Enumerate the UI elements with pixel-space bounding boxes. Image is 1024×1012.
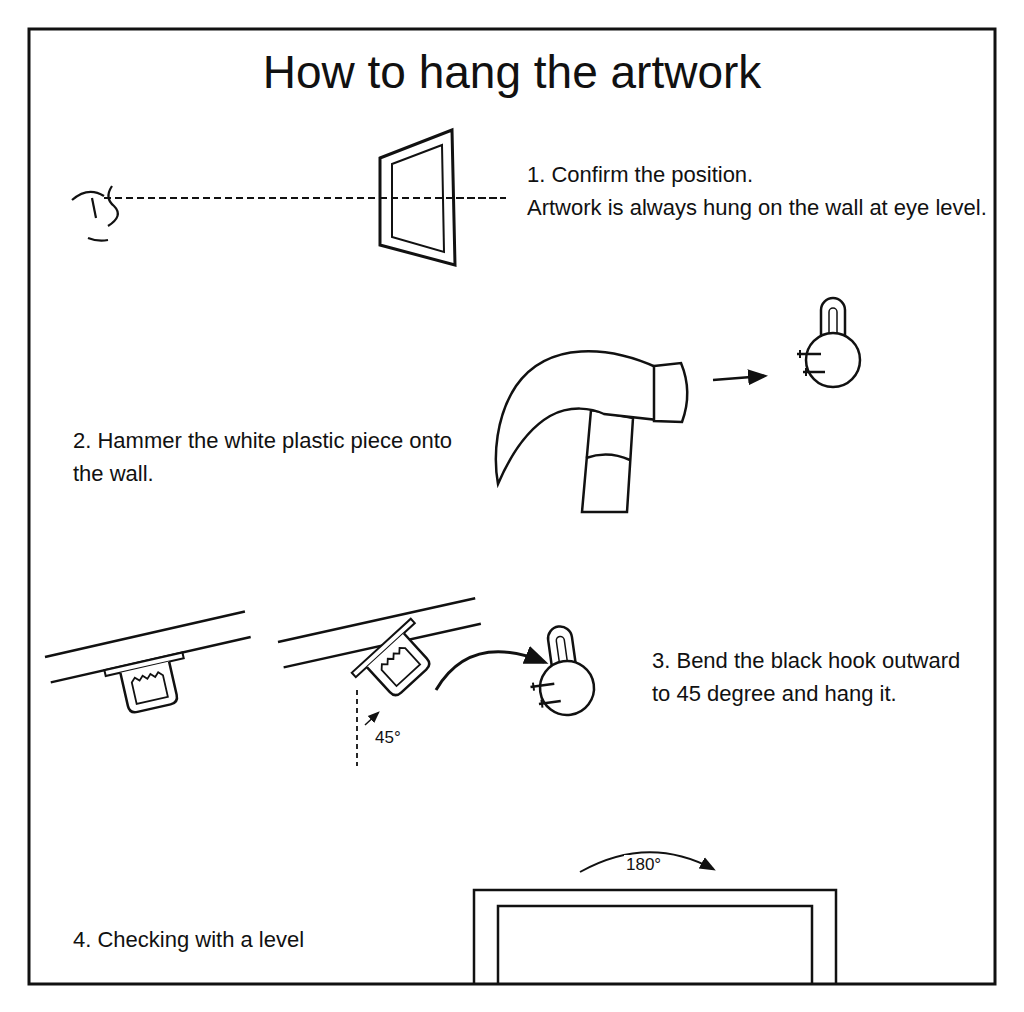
- step-text: 2. Hammer the white plastic piece onto t…: [73, 424, 453, 490]
- page-border: [29, 29, 995, 984]
- hammer: [496, 351, 687, 512]
- step-heading: 1. Confirm the position.: [527, 158, 987, 191]
- step-text: 4. Checking with a level: [73, 923, 453, 956]
- step-text: 3. Bend the black hook outward to 45 deg…: [652, 644, 982, 710]
- angle-reference: [356, 690, 358, 766]
- wall-hook: [797, 298, 860, 387]
- angle-label: 180°: [624, 855, 663, 875]
- direction-arrow: [713, 376, 764, 380]
- step-note: Artwork is always hung on the wall at ey…: [527, 191, 989, 224]
- angle-arrow: [365, 713, 378, 725]
- hang-arrow: [436, 652, 544, 690]
- wall-hook: [523, 623, 598, 720]
- level-frame: [474, 890, 836, 984]
- page-title: How to hang the artwork: [0, 44, 1024, 100]
- eye-sketch: [72, 186, 118, 241]
- picture-frame: [380, 130, 506, 265]
- frame-rail: [45, 612, 261, 730]
- angle-label: 45°: [373, 728, 403, 748]
